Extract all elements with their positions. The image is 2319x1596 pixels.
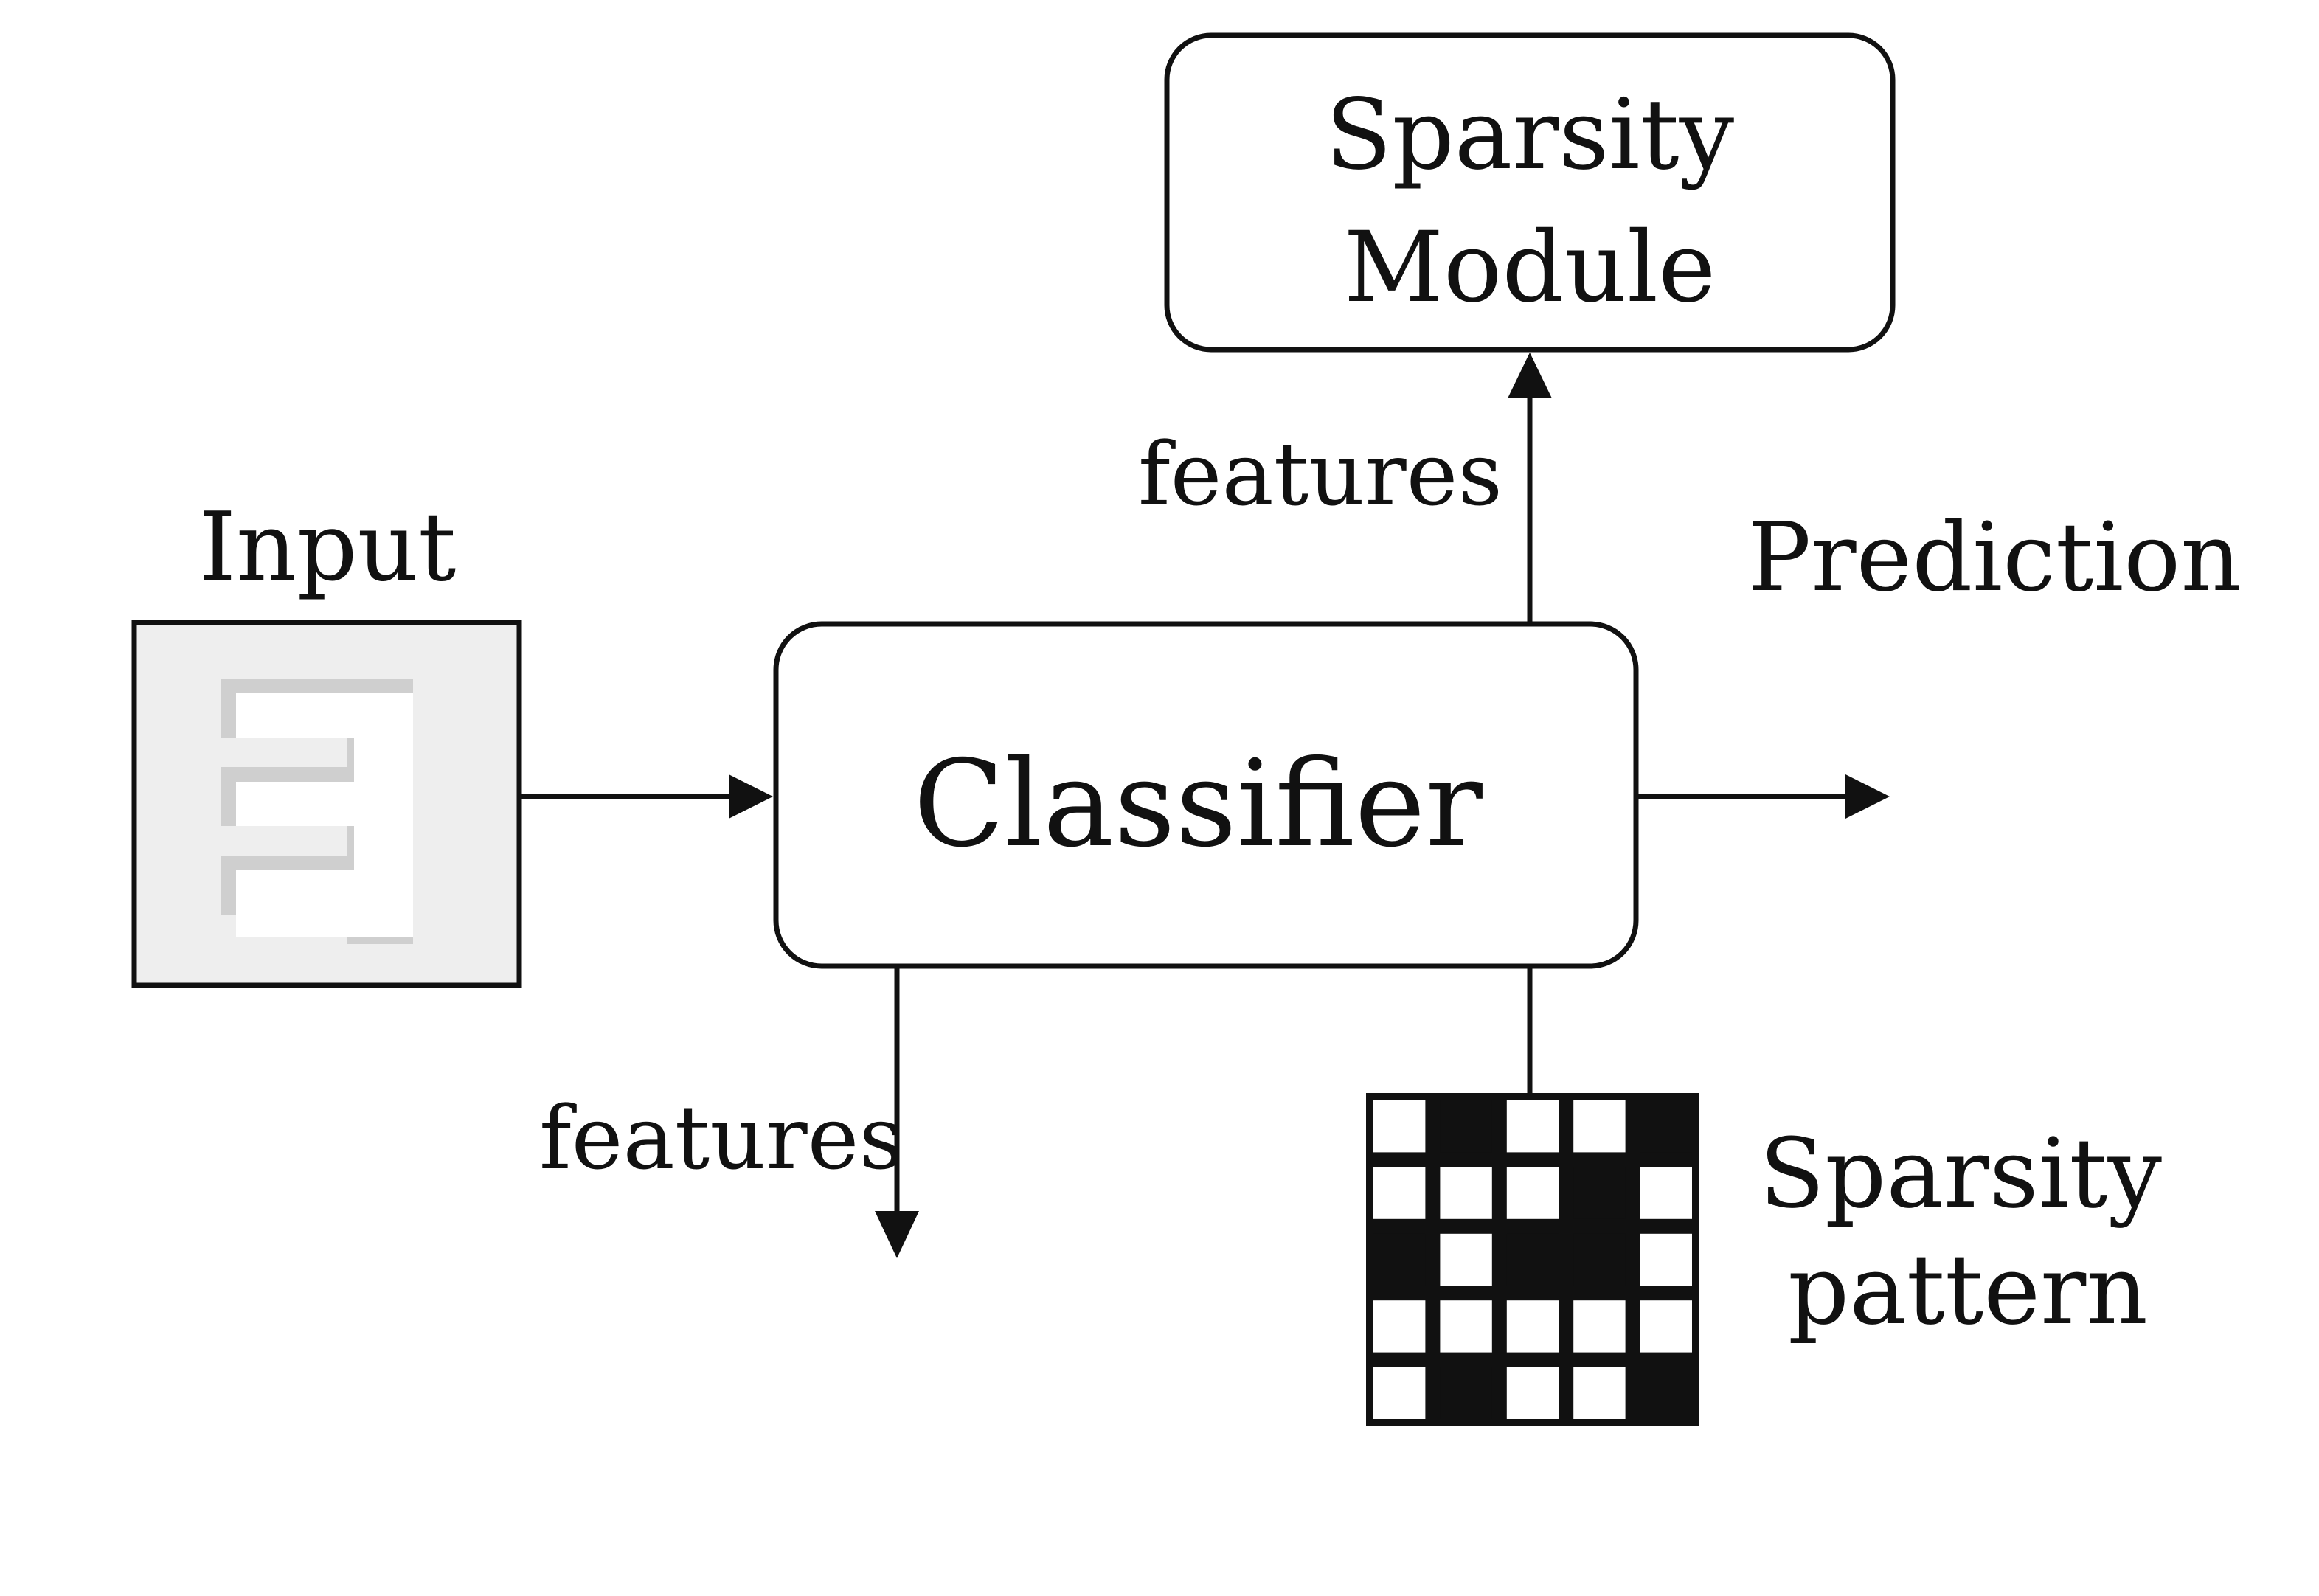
sparsity-module-label-line1: Sparsity [1325, 78, 1735, 192]
sparsity-pattern-cell [1573, 1300, 1626, 1353]
sparsity-pattern-cell [1506, 1300, 1559, 1353]
sparsity-pattern-grid [1366, 1093, 1699, 1426]
prediction-label: Prediction [1747, 503, 2242, 613]
input-node: Input [131, 493, 522, 988]
sparsity-pattern-cell [1506, 1233, 1559, 1286]
sparsity-pattern-cell [1440, 1233, 1492, 1286]
sparsity-pattern-cell [1506, 1367, 1559, 1419]
features-down-label: features [539, 1087, 904, 1189]
sparsity-module-node: Sparsity Module [1164, 32, 1896, 353]
sparsity-pattern-cell [1640, 1167, 1692, 1219]
sparsity-pattern-cell [1440, 1300, 1492, 1353]
sparsity-pattern-cell [1373, 1300, 1426, 1353]
sparsity-module-label-line2: Module [1344, 211, 1716, 325]
sparsity-pattern-cell [1440, 1367, 1492, 1419]
sparsity-pattern-cell [1506, 1167, 1559, 1219]
sparsity-pattern-cell [1573, 1233, 1626, 1286]
sparsity-pattern-cell [1640, 1300, 1692, 1353]
sparsity-pattern-cell [1506, 1100, 1559, 1153]
sparsity-pattern-cell [1373, 1233, 1426, 1286]
arrow-classifier-features-down [875, 966, 919, 1258]
features-up-label: features [1138, 423, 1502, 525]
classifier-node: Classifier [773, 621, 1639, 969]
arrow-input-to-classifier [519, 774, 773, 819]
sparsity-pattern-label-line2: pattern [1788, 1234, 2148, 1346]
sparsity-pattern-cell [1373, 1100, 1426, 1153]
input-image-glyph [221, 679, 413, 944]
arrow-classifier-to-sparsity-module [1508, 353, 1552, 624]
sparsity-pattern-cell [1573, 1367, 1626, 1419]
sparsity-pattern-cell [1373, 1367, 1426, 1419]
classifier-label: Classifier [913, 735, 1483, 874]
sparsity-pattern-cell [1640, 1367, 1692, 1419]
sparsity-pattern-cell [1640, 1233, 1692, 1286]
sparsity-pattern-cell [1373, 1167, 1426, 1219]
sparsity-pattern-label-line1: Sparsity [1759, 1117, 2162, 1229]
sparsity-pattern-cell [1573, 1167, 1626, 1219]
sparsity-module-box [1164, 32, 1896, 353]
sparsity-pattern-cell [1440, 1100, 1492, 1153]
sparsity-pattern-cell [1440, 1167, 1492, 1219]
input-label: Input [199, 493, 457, 603]
sparsity-pattern-cell [1573, 1100, 1626, 1153]
sparsity-pattern-cell [1640, 1100, 1692, 1153]
arrow-classifier-to-prediction [1636, 774, 1890, 819]
